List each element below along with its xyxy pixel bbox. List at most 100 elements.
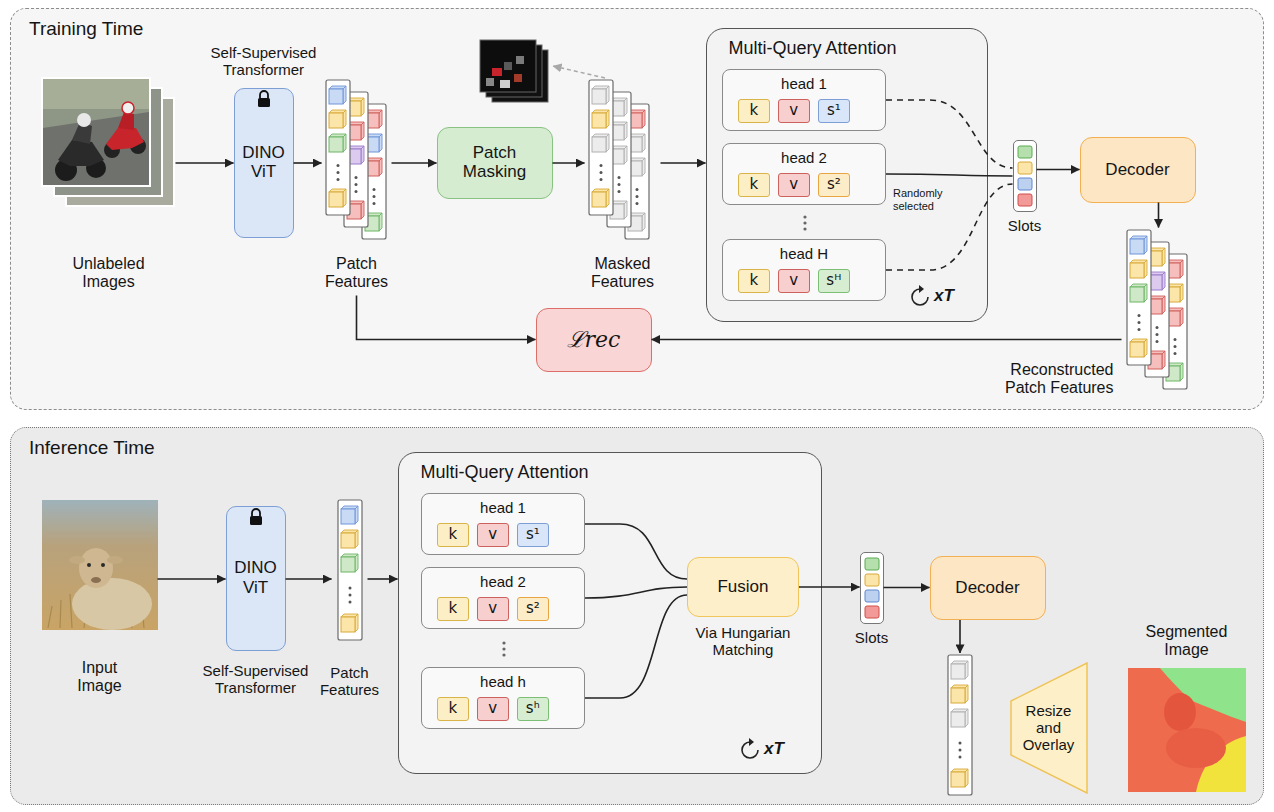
caption-label: Slots: [995, 217, 1055, 234]
ellipsis-dot: [502, 653, 505, 656]
connector-arrow: [368, 578, 398, 580]
value-box: v: [477, 697, 509, 721]
ellipsis-dot: [803, 215, 806, 218]
output-arrow: [959, 620, 961, 653]
head-label: head h: [422, 673, 584, 690]
encoder-box: DINO ViTSelf-Supervised Transformer: [226, 506, 286, 651]
box-label: DINO ViT: [235, 143, 293, 182]
helmet: [122, 102, 134, 114]
key-box: k: [437, 597, 469, 621]
process-box: Patch Masking: [437, 127, 553, 199]
bike-body: [106, 128, 144, 150]
connector-arrow: [1158, 203, 1160, 228]
loss-box: ℒrec: [536, 308, 652, 372]
slot-query-box: s¹: [517, 523, 549, 547]
ellipsis-dot: [373, 202, 376, 205]
connector-arrow: [585, 587, 687, 598]
slot-query-box: sʰ: [517, 697, 549, 721]
patch-token: [341, 509, 355, 524]
patch-token: [329, 137, 343, 152]
token-label: v: [478, 700, 508, 717]
ellipsis-dot: [600, 171, 603, 174]
caption-label: Patch Features: [310, 664, 390, 699]
caption-label: Slots: [842, 629, 902, 646]
masked-thumbnail: [480, 40, 536, 92]
ellipsis-dot: [959, 742, 962, 745]
token-label: sʰ: [518, 700, 548, 717]
ellipsis-dot: [618, 183, 621, 186]
sheep-nose: [91, 577, 101, 583]
caption-label: Masked Features: [578, 255, 668, 292]
feature-column: [948, 655, 972, 795]
ellipsis-dot: [959, 749, 962, 752]
photo-front: [42, 78, 150, 186]
head-box: head 1kvs¹: [722, 69, 886, 131]
connector-arrow: [886, 100, 1013, 168]
segment-region: [1166, 728, 1226, 768]
connector-arrow: [553, 162, 585, 164]
connector-arrow: [886, 184, 1013, 270]
segmented-photo: [1128, 668, 1246, 792]
ellipsis-dot: [502, 647, 505, 650]
key-box: k: [738, 99, 770, 123]
grass-stroke: [60, 600, 61, 628]
ellipsis-dot: [1138, 314, 1141, 317]
patch-token: [329, 113, 343, 128]
patch-token: [341, 557, 355, 572]
ellipsis-dot: [349, 587, 352, 590]
token-label: sᴴ: [819, 272, 849, 289]
lock-icon: [258, 98, 270, 107]
ellipsis-dot: [337, 171, 340, 174]
ellipsis-dot: [337, 178, 340, 181]
attention-panel: Multi-Query Attentionhead 1kvs¹head 2kvs…: [398, 452, 822, 774]
token-label: k: [438, 600, 468, 617]
slot-query-box: s²: [517, 597, 549, 621]
patch-token: [329, 192, 343, 207]
token-label: k: [438, 526, 468, 543]
visible-patch: [500, 80, 510, 88]
patch-token: [341, 617, 355, 632]
repeat-icon: [749, 738, 754, 746]
value-box: v: [477, 597, 509, 621]
panel-title: Inference Time: [29, 437, 155, 459]
token-label: v: [478, 600, 508, 617]
sheep-ear: [107, 556, 123, 564]
box-label: Decoder: [931, 578, 1045, 598]
ellipsis-dot: [803, 227, 806, 230]
token-label: k: [739, 272, 769, 289]
patch-token: [1130, 287, 1144, 302]
patch-token: [592, 192, 606, 207]
visible-patch: [504, 62, 512, 70]
patch-token: [951, 772, 965, 787]
phase-panel: Inference TimeInput ImageDINO ViTSelf-Su…: [10, 427, 1264, 805]
head-box: head hkvsʰ: [421, 667, 585, 729]
slot-query-box: s²: [818, 173, 850, 197]
ellipsis-dot: [1156, 326, 1159, 329]
connector-arrow: [585, 524, 687, 579]
ellipsis-dot: [636, 188, 639, 191]
patch-token: [592, 89, 606, 104]
lock-icon: [250, 516, 262, 525]
box-label: Patch Masking: [455, 143, 535, 182]
value-box: v: [778, 269, 810, 293]
slot-vector: [1018, 178, 1032, 190]
connector-arrow: [392, 162, 437, 164]
token-label: v: [779, 176, 809, 193]
caption-label: Self-Supervised Transformer: [202, 44, 326, 79]
caption-label: Segmented Image: [1127, 623, 1247, 660]
patch-token: [1130, 239, 1144, 254]
ellipsis-dot: [355, 176, 358, 179]
sheep-eye: [87, 563, 91, 567]
rider: [118, 112, 134, 130]
caption-label: Reconstructed Patch Features: [994, 361, 1114, 398]
preview-arrow: [553, 66, 605, 78]
connector-arrow: [652, 339, 1122, 341]
head-box: head Hkvsᴴ: [722, 239, 886, 301]
connector-arrow: [1037, 169, 1080, 171]
ellipsis-dot: [355, 183, 358, 186]
ellipsis-dot: [1174, 345, 1177, 348]
token-label: s²: [819, 176, 849, 193]
sheep-head: [79, 548, 113, 588]
connector-arrow: [661, 162, 706, 164]
